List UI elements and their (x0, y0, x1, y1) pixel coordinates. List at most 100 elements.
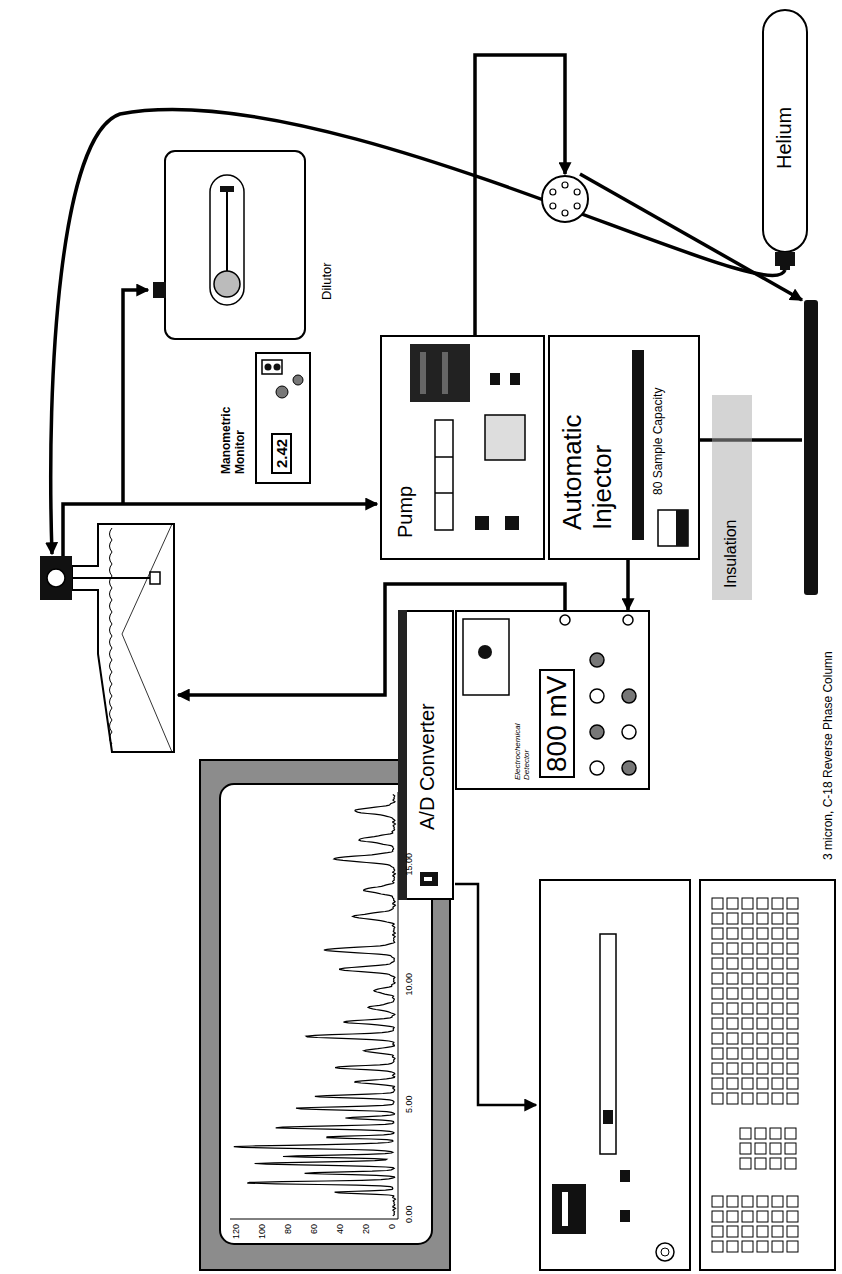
key (712, 1226, 723, 1237)
monitor-led (265, 364, 272, 371)
pump-button (510, 373, 520, 385)
key (772, 988, 783, 999)
liquid-surface (110, 528, 113, 744)
valve-port (562, 182, 568, 188)
key (727, 1078, 738, 1089)
key (727, 1093, 738, 1104)
flow-connector (475, 55, 565, 335)
key (757, 1018, 768, 1029)
key (712, 1241, 723, 1252)
key (757, 958, 768, 969)
key (772, 913, 783, 924)
key (742, 988, 753, 999)
axis-label: 0 (387, 1224, 397, 1229)
key (742, 1211, 753, 1222)
key (787, 1003, 798, 1014)
drive-slot (562, 1192, 568, 1226)
bottle-cap (40, 556, 72, 600)
key (787, 1063, 798, 1074)
key (787, 1226, 798, 1237)
key (757, 1033, 768, 1044)
monitor-knob (293, 375, 303, 385)
key (742, 1003, 753, 1014)
key (712, 1018, 723, 1029)
syringe-plunger (220, 186, 234, 192)
cpu-button (620, 1210, 630, 1222)
key (712, 973, 723, 984)
key (772, 1033, 783, 1044)
dilutor-unit-outline (150, 150, 342, 340)
key (772, 1226, 783, 1237)
node-sublabel: 2.42 (271, 433, 292, 474)
detector-knob (622, 761, 636, 775)
monitor-led (274, 364, 281, 371)
key (742, 1078, 753, 1089)
valve-port (550, 203, 556, 209)
key (740, 1143, 751, 1154)
insulation-band: Insulation (712, 395, 752, 600)
key (742, 1196, 753, 1207)
valve-port (574, 203, 580, 209)
key (727, 1048, 738, 1059)
key (772, 1196, 783, 1207)
key (787, 1033, 798, 1044)
key (772, 1211, 783, 1222)
node-label: Dilutor (320, 262, 335, 300)
key (712, 1033, 723, 1044)
node-label: 3 micron, C-18 Reverse Phase Column (822, 651, 836, 860)
detector-port (623, 615, 633, 625)
key (757, 988, 768, 999)
gas-cylinder: Helium (760, 6, 810, 270)
bottle-shading (122, 634, 172, 752)
key (712, 1048, 723, 1059)
node-sublabel: 800 mV (539, 670, 575, 779)
node-label: Pump (394, 486, 417, 538)
column-tube (804, 300, 818, 595)
injector-arm (676, 510, 688, 546)
key (772, 1048, 783, 1059)
pump-housing (381, 336, 544, 559)
key (727, 1196, 738, 1207)
solvent-line (63, 504, 377, 556)
node-sublabel: 80 Sample Capacity (652, 388, 666, 495)
detector-knob (590, 761, 604, 775)
pump-button (505, 516, 519, 530)
key (787, 928, 798, 939)
key (742, 1241, 753, 1252)
key (727, 898, 738, 909)
syringe-bulb (214, 271, 240, 297)
detector-knob (590, 725, 604, 739)
valve-port (574, 189, 580, 195)
tubing (51, 109, 785, 1105)
column: 3 micron, C-18 Reverse Phase Column (802, 300, 840, 860)
axis-label: 120 (231, 1224, 241, 1239)
detector-knob (622, 689, 636, 703)
reservoir-bottle (40, 524, 174, 752)
detector-unit: Electrochemical Detector 800 mV (455, 610, 650, 790)
key (727, 1211, 738, 1222)
syringe-barrel (210, 175, 244, 305)
detector-housing (456, 611, 649, 789)
key (712, 943, 723, 954)
node-label: Insulation (722, 520, 740, 589)
key (787, 973, 798, 984)
key (785, 1128, 796, 1139)
drive-slot (600, 934, 616, 1154)
syringe-plunger (226, 190, 228, 271)
monitor-housing (256, 353, 310, 483)
key (755, 1143, 766, 1154)
monitor-panel (262, 360, 282, 374)
key (772, 1078, 783, 1089)
key (727, 928, 738, 939)
key (712, 1063, 723, 1074)
key (787, 958, 798, 969)
key (757, 1003, 768, 1014)
key (742, 1018, 753, 1029)
pump-unit: Pump (380, 335, 545, 560)
node-label: Electrochemical Detector (513, 708, 531, 780)
drive-button (603, 1110, 613, 1124)
chromatogram-trace (234, 795, 396, 1216)
key (727, 1226, 738, 1237)
key (757, 1241, 768, 1252)
detector-cell (478, 645, 492, 659)
